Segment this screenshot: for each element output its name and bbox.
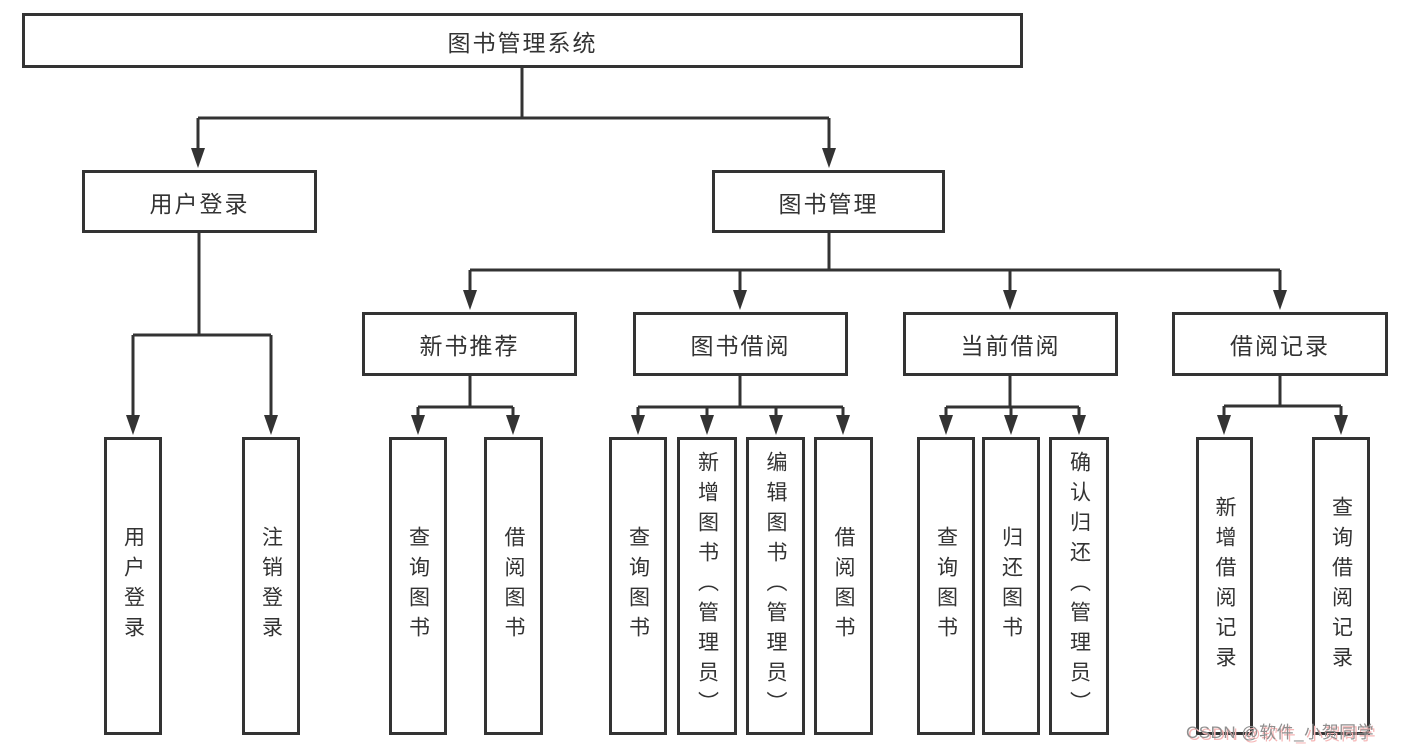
leaf-return-books: 归还图书 [982,437,1040,735]
connector-book-mgmt [468,233,1282,292]
connector-current-borrow [944,376,1081,417]
leaf-user-login: 用户登录 [104,437,162,735]
leaf-logout: 注销登录 [242,437,300,735]
node-label: 确认归还（管理员） [1067,451,1091,721]
leaf-edit-books-admin: 编辑图书（管理员） [746,437,805,735]
node-user-login: 用户登录 [82,170,317,233]
node-label: 查询图书 [406,526,430,646]
leaf-query-books-1: 查询图书 [389,437,447,735]
leaf-confirm-return-admin: 确认归还（管理员） [1049,437,1109,735]
node-label: 图书管理系统 [447,29,598,56]
node-label: 用户登录 [121,526,145,646]
node-label: 借阅图书 [832,526,855,646]
node-label: 归还图书 [999,526,1023,646]
connector-user-login [131,233,273,417]
node-label: 图书管理 [778,190,879,217]
leaf-borrow-books-2: 借阅图书 [814,437,873,735]
leaf-query-borrow-record: 查询借阅记录 [1312,437,1370,735]
connector-borrow-records [1222,375,1343,417]
arrowheads [126,148,1348,435]
leaf-add-books-admin: 新增图书（管理员） [677,437,737,735]
node-book-management: 图书管理 [712,170,945,233]
node-label: 注销登录 [259,526,283,646]
node-borrowing-records: 借阅记录 [1172,312,1388,376]
node-label: 用户登录 [149,190,250,217]
node-current-borrowing: 当前借阅 [903,312,1118,376]
node-label: 查询借阅记录 [1329,496,1353,676]
node-book-borrowing: 图书借阅 [633,312,848,376]
leaf-query-books-2: 查询图书 [609,437,667,735]
node-label: 新增图书（管理员） [695,451,719,721]
node-label: 查询图书 [934,526,958,646]
node-label: 新增借阅记录 [1213,496,1236,676]
leaf-query-books-3: 查询图书 [917,437,975,735]
watermark: CSDN @软件_小贺同学 [1186,723,1375,742]
node-label: 编辑图书（管理员） [764,451,787,721]
node-label: 图书借阅 [690,333,791,359]
node-library-system: 图书管理系统 [22,13,1023,68]
node-new-book-recommend: 新书推荐 [362,312,577,376]
leaf-add-borrow-record: 新增借阅记录 [1196,437,1253,735]
node-label: 借阅图书 [502,526,525,646]
connector-root [196,68,831,150]
connector-new-book [416,376,515,417]
node-label: 查询图书 [626,526,650,646]
node-label: 新书推荐 [419,333,520,359]
node-label: 借阅记录 [1230,333,1330,359]
node-label: 当前借阅 [960,333,1061,359]
connector-book-borrow [636,376,845,417]
leaf-borrow-books-1: 借阅图书 [484,437,543,735]
